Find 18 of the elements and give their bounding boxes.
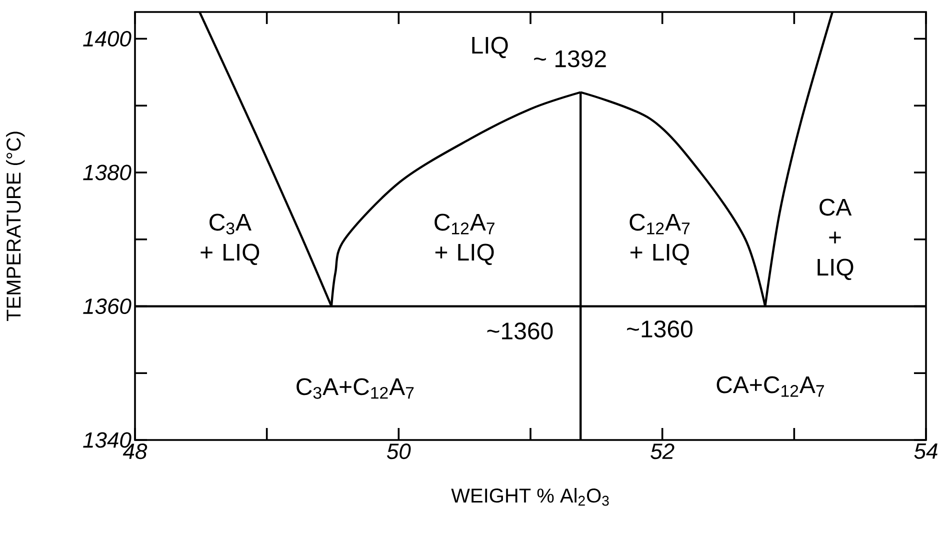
- x-tick-label: 52: [650, 444, 674, 460]
- y-axis-title: TEMPERATURE (°C): [6, 132, 25, 322]
- x-axis-title: WEIGHT % Al$_{2}$O$_{3}$: [451, 488, 609, 506]
- region-label: ~1360: [487, 322, 553, 340]
- region-label: CA+C$_{12}$A$_{7}$: [716, 376, 824, 397]
- y-tick-label: 1360: [83, 298, 132, 314]
- region-label: CA + LIQ: [818, 198, 854, 280]
- region-label: C$_{12}$A$_{7}$ + LIQ: [434, 214, 494, 266]
- y-tick-label: 1400: [83, 30, 132, 47]
- region-label: ~ 1392: [534, 50, 606, 68]
- region-label: LIQ: [472, 36, 508, 58]
- region-label: C$_{3}$A + LIQ: [200, 214, 260, 266]
- x-tick-label: 50: [386, 444, 411, 460]
- region-label: ~1360: [627, 320, 692, 338]
- region-label: C$_{12}$A$_{7}$ + LIQ: [630, 214, 690, 266]
- region-label: C$_{3}$A+C$_{12}$A$_{7}$: [296, 378, 414, 399]
- y-tick-label: 1380: [83, 164, 132, 180]
- x-tick-label: 54: [914, 444, 938, 459]
